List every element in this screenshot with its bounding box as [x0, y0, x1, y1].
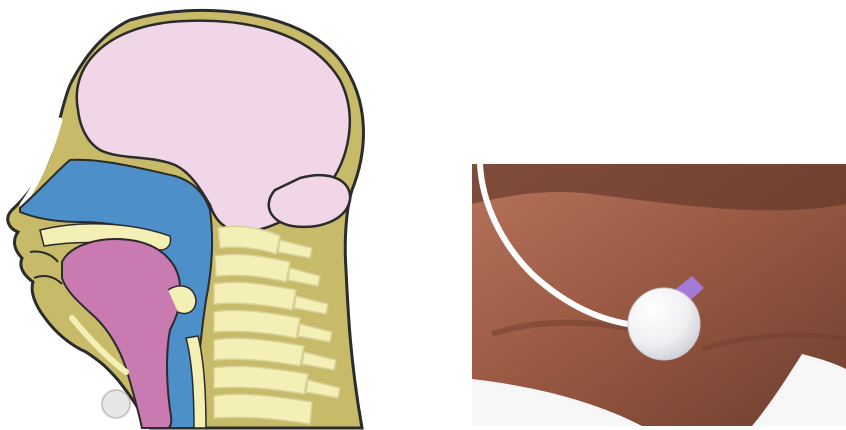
- neck-sensor-svg: [472, 164, 846, 426]
- round-sensor-device: [628, 288, 700, 360]
- neck-sensor-photo: [472, 164, 846, 426]
- head-anatomy-illustration: [0, 0, 380, 430]
- head-anatomy-svg: [0, 0, 380, 430]
- sensor-device-small: [102, 390, 130, 418]
